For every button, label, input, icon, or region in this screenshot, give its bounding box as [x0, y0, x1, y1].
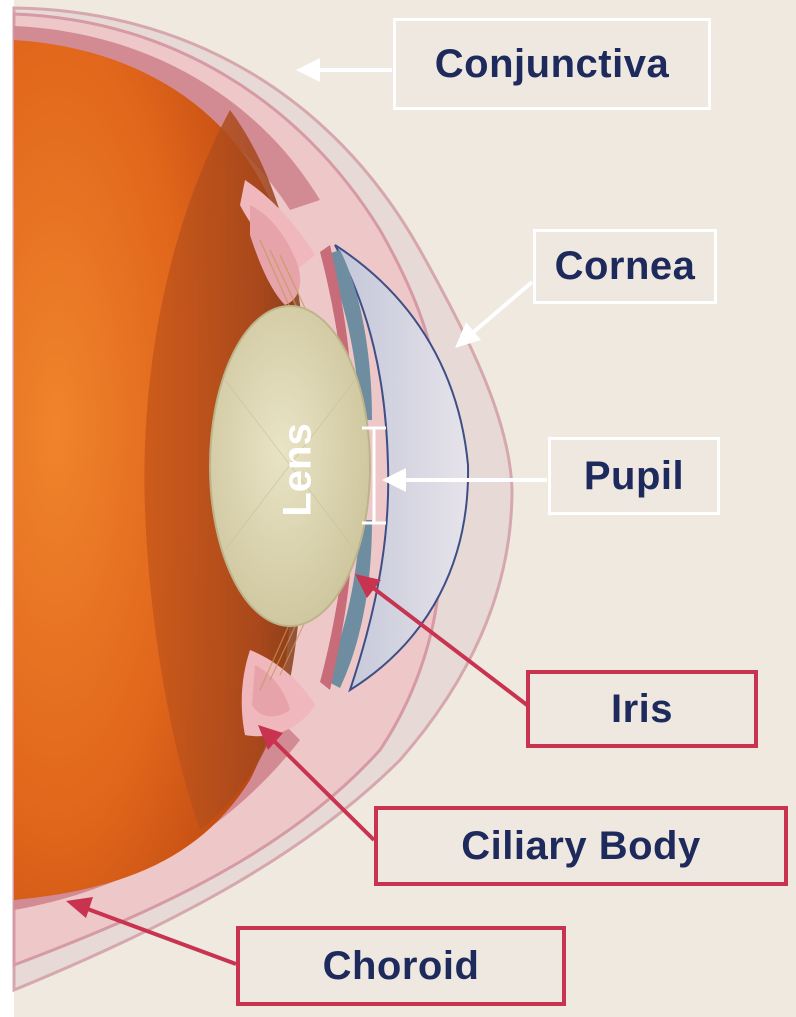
conjunctiva-label: Conjunctiva: [393, 18, 711, 110]
left-margin: [0, 0, 14, 1017]
lens-label: Lens: [276, 423, 320, 516]
ciliary-body-label: Ciliary Body: [374, 806, 788, 886]
choroid-label: Choroid: [236, 926, 566, 1006]
iris-label: Iris: [526, 670, 758, 748]
pupil-label: Pupil: [548, 437, 720, 515]
cornea-label: Cornea: [533, 229, 717, 304]
